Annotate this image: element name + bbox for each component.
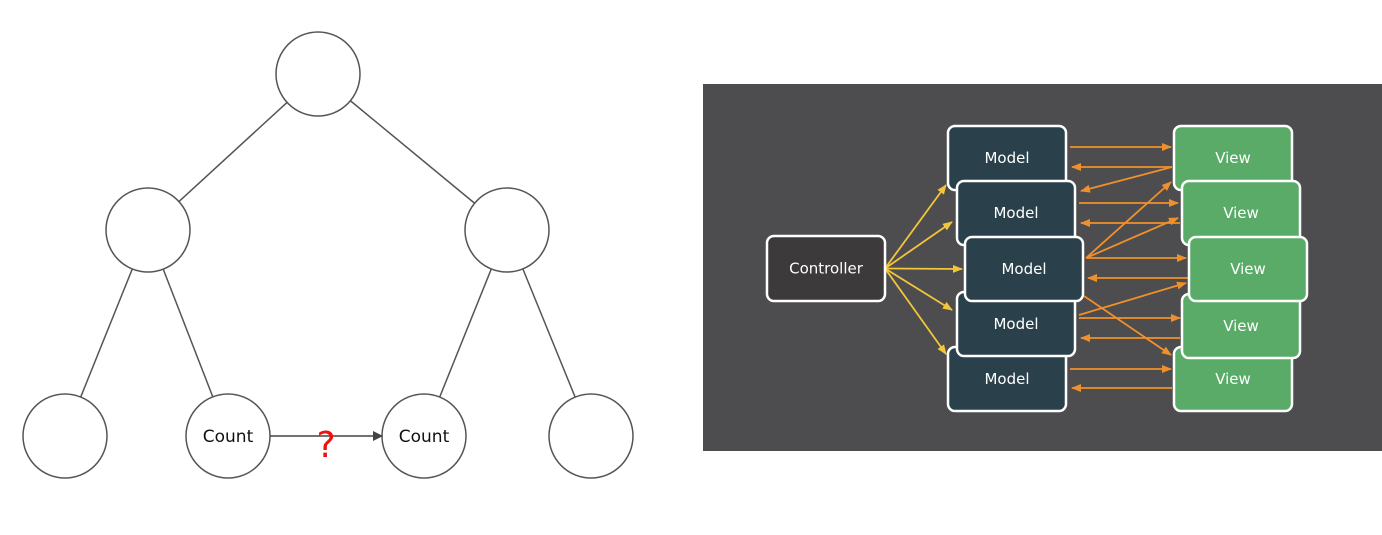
model-box-label: Model (984, 149, 1029, 167)
tree-node-count: Count (381, 393, 467, 479)
model-to-view-arrow (1085, 217, 1179, 259)
tree-node-circle (275, 31, 361, 117)
view-box-rect (1187, 235, 1309, 303)
view-box-label: View (1230, 260, 1266, 278)
model-box-label: Model (1001, 260, 1046, 278)
mvc-diagram: ControllerModelModelModelModelModelViewV… (703, 84, 1382, 451)
view-box-label: View (1215, 370, 1251, 388)
model-box: Model (955, 290, 1077, 358)
tree-node-circle (548, 393, 634, 479)
model-box-label: Model (984, 370, 1029, 388)
model-box: Model (955, 179, 1077, 247)
model-box-label: Model (993, 204, 1038, 222)
view-box-label: View (1215, 149, 1251, 167)
view-box-label: View (1223, 204, 1259, 222)
tree-node (548, 393, 634, 479)
tree-node-circle (464, 187, 550, 273)
question-mark-annotation: ? (316, 425, 335, 466)
tree-node-circle (105, 187, 191, 273)
view-box: View (1172, 345, 1294, 413)
controller-to-model-arrow (884, 267, 947, 355)
view-box: View (1172, 124, 1294, 192)
tree-edge (439, 268, 492, 398)
tree-diagram: Count Count? (22, 31, 634, 479)
mvc-boxes: ControllerModelModelModelModelModelViewV… (765, 124, 1309, 413)
tree-edge (178, 101, 288, 203)
tree-node (22, 393, 108, 479)
view-box: View (1187, 235, 1309, 303)
mvc-arrows (884, 143, 1188, 392)
tree-edge (522, 268, 576, 398)
model-box: Model (963, 235, 1085, 303)
controller-to-model-arrow (884, 264, 963, 273)
view-to-model-arrow (1080, 166, 1173, 193)
view-box: View (1180, 179, 1302, 247)
model-box: Model (946, 345, 1068, 413)
tree-edge (349, 100, 476, 204)
tree-node-label: Count (399, 427, 450, 447)
view-box: View (1180, 292, 1302, 360)
controller-box-rect (765, 234, 887, 303)
model-box-rect (963, 235, 1085, 303)
controller-box-label: Controller (789, 260, 864, 278)
model-to-view-arrow (1085, 181, 1172, 259)
controller-to-model-arrow (884, 184, 947, 270)
model-box: Model (946, 124, 1068, 192)
tree-node-count: Count (185, 393, 271, 479)
tree-node-circle (22, 393, 108, 479)
tree-node-label: Count (203, 427, 254, 447)
tree-node (464, 187, 550, 273)
model-to-view-arrow (1078, 281, 1187, 316)
tree-edge (80, 268, 133, 398)
model-to-view-arrow (1083, 295, 1172, 356)
controller-box: Controller (765, 234, 887, 303)
tree-node (105, 187, 191, 273)
controller-to-model-arrow (884, 221, 953, 270)
view-box-label: View (1223, 317, 1259, 335)
tree-edge (162, 268, 214, 398)
tree-node (275, 31, 361, 117)
controller-to-model-arrow (884, 267, 953, 311)
model-box-label: Model (993, 315, 1038, 333)
